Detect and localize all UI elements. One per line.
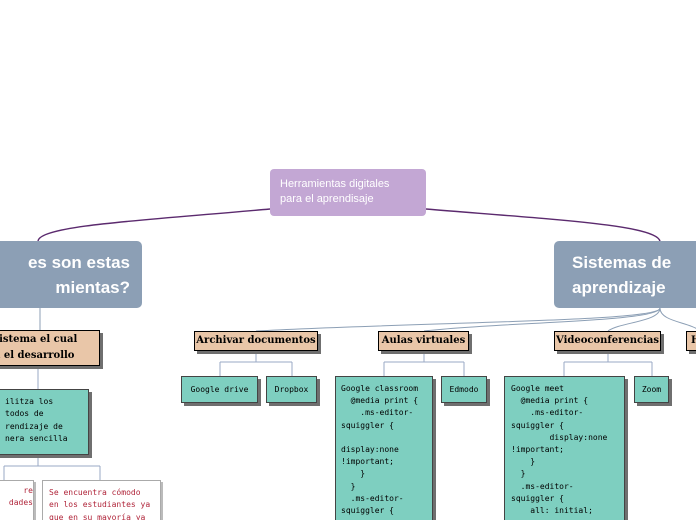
subtopic-sistema-desarrollo[interactable]: n sistema el cual ita el desarrollo [0, 330, 100, 366]
link-aulas-leaves [383, 351, 465, 376]
central-topic-line-2: para el aprendisaje [280, 193, 374, 205]
leaf-google-meet[interactable]: Google meet @media print { .ms-editor- s… [504, 376, 625, 520]
leaf-google-classroom[interactable]: Google classroom @media print { .ms-edit… [335, 376, 433, 520]
leaf-zoom[interactable]: Zoom [634, 376, 669, 403]
leaf-utiliza-metodos[interactable]: ilitza los todos de rendizaje de nera se… [0, 389, 89, 455]
leaf-edmodo[interactable]: Edmodo [441, 376, 487, 403]
leaf-google-drive[interactable]: Google drive [181, 376, 258, 403]
subtopic-line-2: ita el desarrollo [0, 350, 75, 361]
note-comodo[interactable]: Se encuentra cómodo en los estudiantes y… [42, 480, 161, 520]
subtopic-h-partial[interactable]: H [686, 331, 696, 351]
main-topic-line-2: mientas? [55, 278, 130, 297]
main-topic-line-2: aprendizaje [572, 278, 666, 297]
subtopic-archivar-documentos[interactable]: Archivar documentos [194, 331, 318, 351]
link-to-archivar [255, 307, 661, 332]
subtopic-videoconferencias[interactable]: Videoconferencias [554, 331, 661, 351]
main-topic-line-1: es son estas [27, 253, 130, 272]
link-root-left [37, 208, 271, 242]
link-to-aulas [423, 307, 661, 332]
central-topic-line-1: Herramientas digitales [280, 178, 390, 190]
link-to-video [607, 307, 661, 332]
main-topic-line-1: Sistemas de [572, 253, 672, 272]
link-left-notes [3, 455, 101, 480]
link-root-right [425, 208, 661, 242]
link-to-h [659, 307, 696, 329]
central-topic[interactable]: Herramientas digitales para el aprendisa… [270, 169, 426, 216]
note-partial[interactable]: re dades [0, 480, 34, 520]
main-topic-herramientas[interactable]: es son estas mientas? [0, 241, 142, 308]
link-archivar-leaves [219, 351, 293, 376]
link-video-leaves [563, 351, 653, 376]
main-topic-sistemas[interactable]: Sistemas de aprendizaje [554, 241, 696, 308]
leaf-dropbox[interactable]: Dropbox [266, 376, 317, 403]
subtopic-line-1: n sistema el cual [0, 334, 78, 345]
subtopic-aulas-virtuales[interactable]: Aulas virtuales [378, 331, 469, 351]
